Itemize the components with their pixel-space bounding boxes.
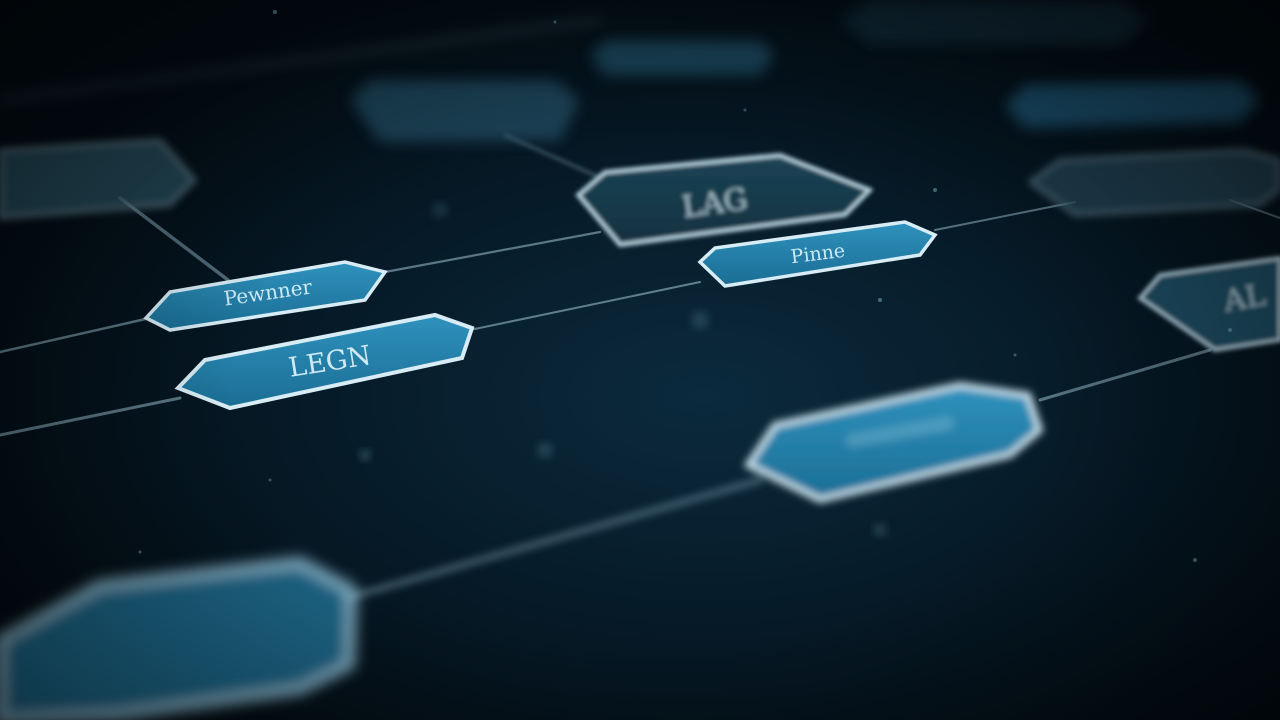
particle xyxy=(743,108,747,112)
particle xyxy=(432,202,448,218)
particle xyxy=(1013,353,1017,357)
particle xyxy=(1228,328,1232,332)
particle xyxy=(691,311,709,329)
particle xyxy=(537,442,553,458)
node-left-upper[interactable]: Pewnner xyxy=(143,260,388,332)
blurred-node xyxy=(350,80,580,142)
connector-line xyxy=(383,230,602,274)
particle xyxy=(1193,558,1197,562)
particle xyxy=(359,449,371,461)
particle xyxy=(268,478,272,482)
node-bottom-left[interactable] xyxy=(0,557,357,720)
particle xyxy=(138,550,142,554)
blurred-node xyxy=(1027,148,1280,217)
particle xyxy=(553,20,557,24)
connector-line xyxy=(0,396,182,437)
particle xyxy=(873,523,887,537)
node-right-edge[interactable]: AL xyxy=(1137,255,1280,353)
connector-line xyxy=(118,196,230,282)
connector-line xyxy=(1038,348,1212,402)
blurred-node xyxy=(0,138,198,220)
particle xyxy=(878,298,882,302)
connector-line xyxy=(0,316,152,354)
node-label: AL xyxy=(1220,278,1268,320)
connector-line xyxy=(503,133,614,185)
connector-line xyxy=(336,476,764,604)
particle xyxy=(933,188,937,192)
blurred-node xyxy=(840,0,1150,45)
node-left-lower[interactable]: LEGN xyxy=(174,312,475,411)
connector-line xyxy=(934,201,1076,231)
node-lower-right[interactable] xyxy=(743,381,1044,504)
connector-line xyxy=(469,281,701,331)
blurred-node xyxy=(590,40,775,75)
blurred-node xyxy=(1005,80,1260,128)
particle xyxy=(273,10,277,14)
